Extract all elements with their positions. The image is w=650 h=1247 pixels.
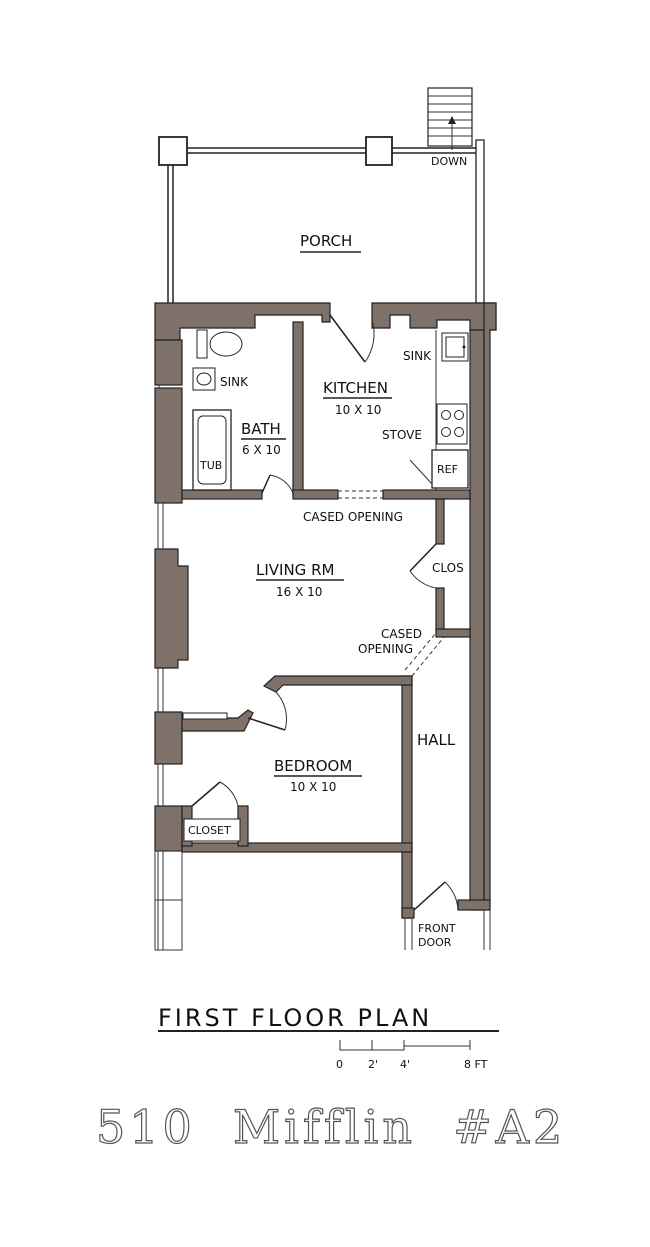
toilet-tank-icon (196, 329, 208, 359)
kitchen-sink-label: SINK (403, 349, 432, 363)
living-closet-label: CLOS (432, 561, 464, 575)
living-room-dimension: 16 X 10 (276, 585, 322, 599)
scale-tick-0: 0 (336, 1058, 343, 1071)
bedroom-label: BEDROOM (274, 757, 352, 775)
door-swings (191, 314, 491, 950)
left-windows (154, 385, 183, 951)
scale-tick-8: 8 FT (464, 1058, 488, 1071)
bedroom-closet-label: CLOSET (188, 824, 231, 837)
refrigerator-icon (431, 449, 469, 489)
front-door-label-1: FRONT (418, 922, 456, 935)
porch-post-right (365, 136, 393, 166)
cased-opening-hall-label-1: CASED (381, 627, 422, 641)
stove-icon (436, 403, 468, 445)
ref-label: REF (437, 463, 458, 476)
scale-tick-4: 4' (400, 1058, 410, 1071)
porch-post-left (158, 136, 188, 166)
address-label: 510 Mifflin #A2 (96, 1100, 566, 1154)
porch-down-label: DOWN (431, 155, 467, 168)
cased-opening-kitchen-label: CASED OPENING (303, 510, 403, 524)
scale-bar: 0 2' 4' 8 FT (336, 1040, 488, 1071)
living-room-label: LIVING RM (256, 561, 334, 579)
scale-tick-2: 2' (368, 1058, 378, 1071)
bath-sink-icon (192, 367, 216, 391)
toilet-bowl-icon (209, 331, 243, 357)
hall-label: HALL (417, 731, 456, 749)
cased-opening-hall-label-2: OPENING (358, 642, 413, 656)
walls (154, 302, 497, 951)
bath-label: BATH (241, 420, 281, 438)
tub-icon (192, 409, 232, 491)
bath-dimension: 6 X 10 (242, 443, 281, 457)
stove-label: STOVE (382, 428, 422, 442)
kitchen-label: KITCHEN (323, 379, 388, 397)
plan-title: FIRST FLOOR PLAN (158, 1004, 432, 1032)
porch-area: DOWN PORCH (158, 87, 485, 304)
fixtures (182, 329, 469, 720)
kitchen-dimension: 10 X 10 (335, 403, 381, 417)
bedroom-dimension: 10 X 10 (290, 780, 336, 794)
tub-label: TUB (199, 459, 222, 472)
front-door-label-2: DOOR (418, 936, 452, 949)
cased-openings (338, 490, 445, 677)
porch-railing-right (475, 139, 485, 304)
bath-sink-label: SINK (220, 375, 249, 389)
porch-stairs (427, 87, 473, 150)
radiator-icon (182, 712, 228, 720)
room-labels: SINK KITCHEN 10 X 10 STOVE REF SINK BATH… (183, 349, 464, 949)
porch-label: PORCH (300, 232, 352, 250)
